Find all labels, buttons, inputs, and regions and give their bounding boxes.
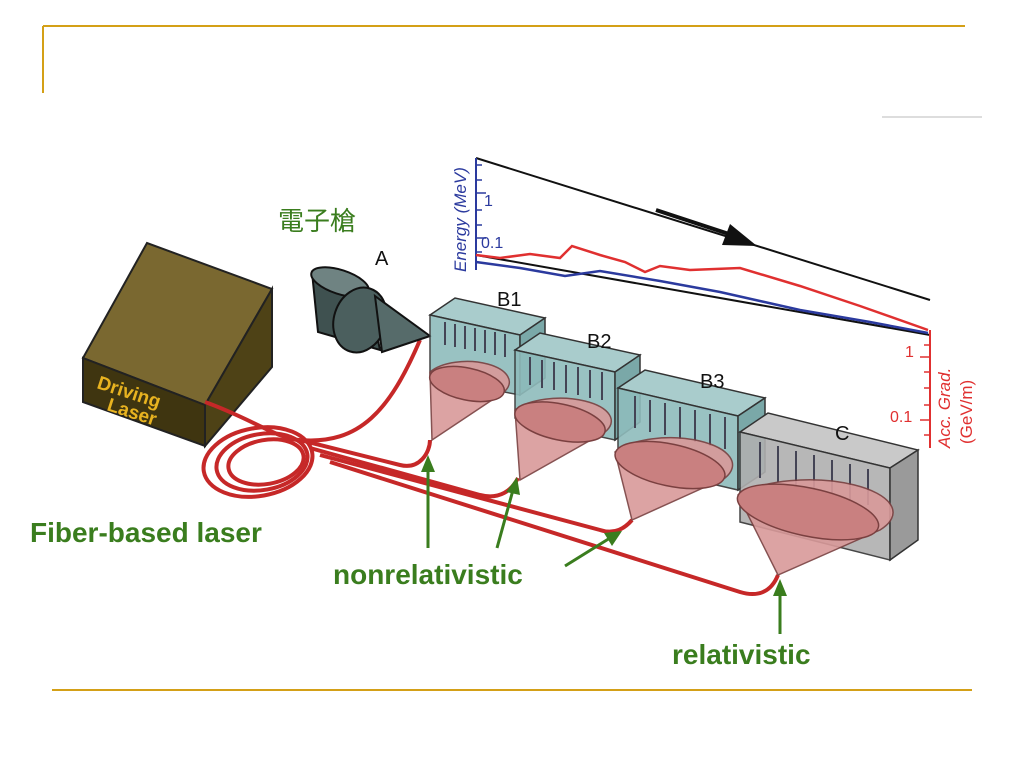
right-tick-0.1: 0.1 [890,409,912,426]
stage-b3-label: B3 [700,371,724,393]
relativistic-label: relativistic [672,639,811,670]
nonrelativistic-label: nonrelativistic [333,559,523,590]
right-tick-1: 1 [905,344,914,361]
left-axis-label: Energy (MeV) [451,167,470,272]
right-axis-label-1: Acc. Grad. [935,368,954,449]
energy-gradient-chart: 1 0.1 Energy (MeV) 1 0.1 Acc. Grad. (GeV… [451,157,976,449]
right-axis-label-2: (GeV/m) [957,380,976,444]
chart-bottom-edge [475,254,931,336]
right-axis-ticks [920,344,930,436]
electron-gun-label: 電子槍 [278,206,356,236]
focusing-cones [428,360,894,576]
gradient-curve [475,244,929,332]
stage-b1-label: B1 [497,289,521,311]
fiber-laser-label: Fiber-based laser [30,517,262,548]
cavity-teeth [444,322,869,505]
fiber-coil [201,425,315,499]
stage-b2-label: B2 [587,331,611,353]
left-tick-1: 1 [484,193,493,210]
electron-gun [310,266,433,354]
direction-arrow-head [722,224,757,246]
driving-laser-box [81,241,274,449]
chart-top-edge [475,157,931,301]
direction-arrow-shaft [655,208,736,238]
annotation-arrows [421,455,787,634]
left-axis-ticks [476,164,486,253]
stage-c-label: C [835,423,849,445]
energy-curve [475,260,929,335]
stage-a-label: A [375,248,389,270]
left-tick-0.1: 0.1 [481,235,503,252]
